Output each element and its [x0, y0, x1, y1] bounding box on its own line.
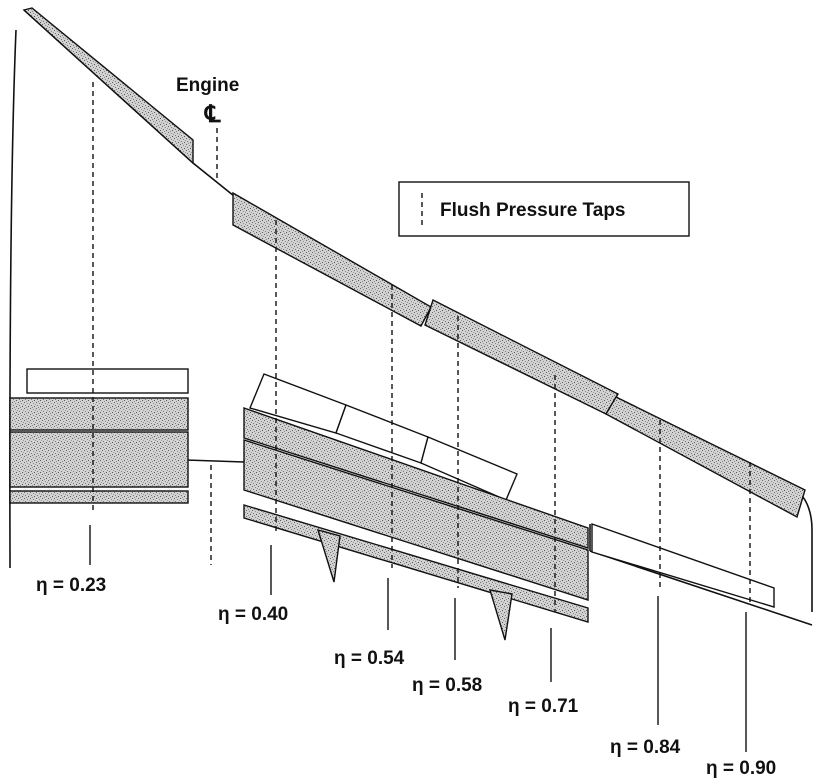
- flap-tab-outboard: [591, 523, 775, 608]
- legend-label: Flush Pressure Taps: [440, 200, 626, 221]
- legend: Flush Pressure Taps: [398, 181, 690, 237]
- trailing-edge-line: [185, 459, 245, 463]
- station-0.58: η = 0.58: [412, 316, 482, 696]
- station-0.54: η = 0.54: [334, 285, 405, 669]
- mid-flap-main: [243, 439, 589, 601]
- engine-centerline: Engine ℄: [176, 75, 239, 565]
- station-0.90: η = 0.90: [706, 462, 776, 779]
- inboard-flap-shaded-3: [9, 490, 189, 504]
- eta-label: η = 0.54: [334, 648, 405, 669]
- outboard-flap-tabs: [249, 373, 775, 608]
- le-panel-2: [232, 191, 432, 327]
- midwing-flaps: [243, 407, 589, 641]
- eta-label: η = 0.90: [706, 758, 776, 779]
- eta-label: η = 0.71: [508, 696, 579, 717]
- station-0.23: η = 0.23: [36, 82, 106, 596]
- le-panel-3: [424, 299, 619, 415]
- legend-box: [398, 181, 690, 237]
- eta-label: η = 0.58: [412, 675, 482, 696]
- outboard-trailing-edge-line: [589, 550, 813, 626]
- station-0.84: η = 0.84: [610, 420, 681, 758]
- wing-tip-line: [799, 492, 813, 612]
- eta-label: η = 0.23: [36, 575, 106, 596]
- inboard-flap-shaded-1: [9, 397, 189, 431]
- inboard-flaps: [9, 368, 189, 504]
- flap-fairing-1: [316, 528, 341, 583]
- le-panel-inboard: [22, 7, 194, 165]
- inboard-flap-shaded-2: [9, 431, 189, 488]
- station-0.40: η = 0.40: [218, 220, 288, 625]
- mid-flap-top-strip: [243, 407, 589, 549]
- eta-label: η = 0.84: [610, 737, 681, 758]
- engine-label: Engine: [176, 75, 239, 96]
- eta-label: η = 0.40: [218, 604, 288, 625]
- centerline-symbol: ℄: [204, 102, 221, 128]
- station-0.71: η = 0.71: [508, 375, 579, 717]
- flap-fairing-2: [489, 589, 513, 641]
- leading-edge-panels: [22, 7, 806, 519]
- le-panel-4: [605, 396, 806, 519]
- inboard-flap-white: [26, 368, 189, 394]
